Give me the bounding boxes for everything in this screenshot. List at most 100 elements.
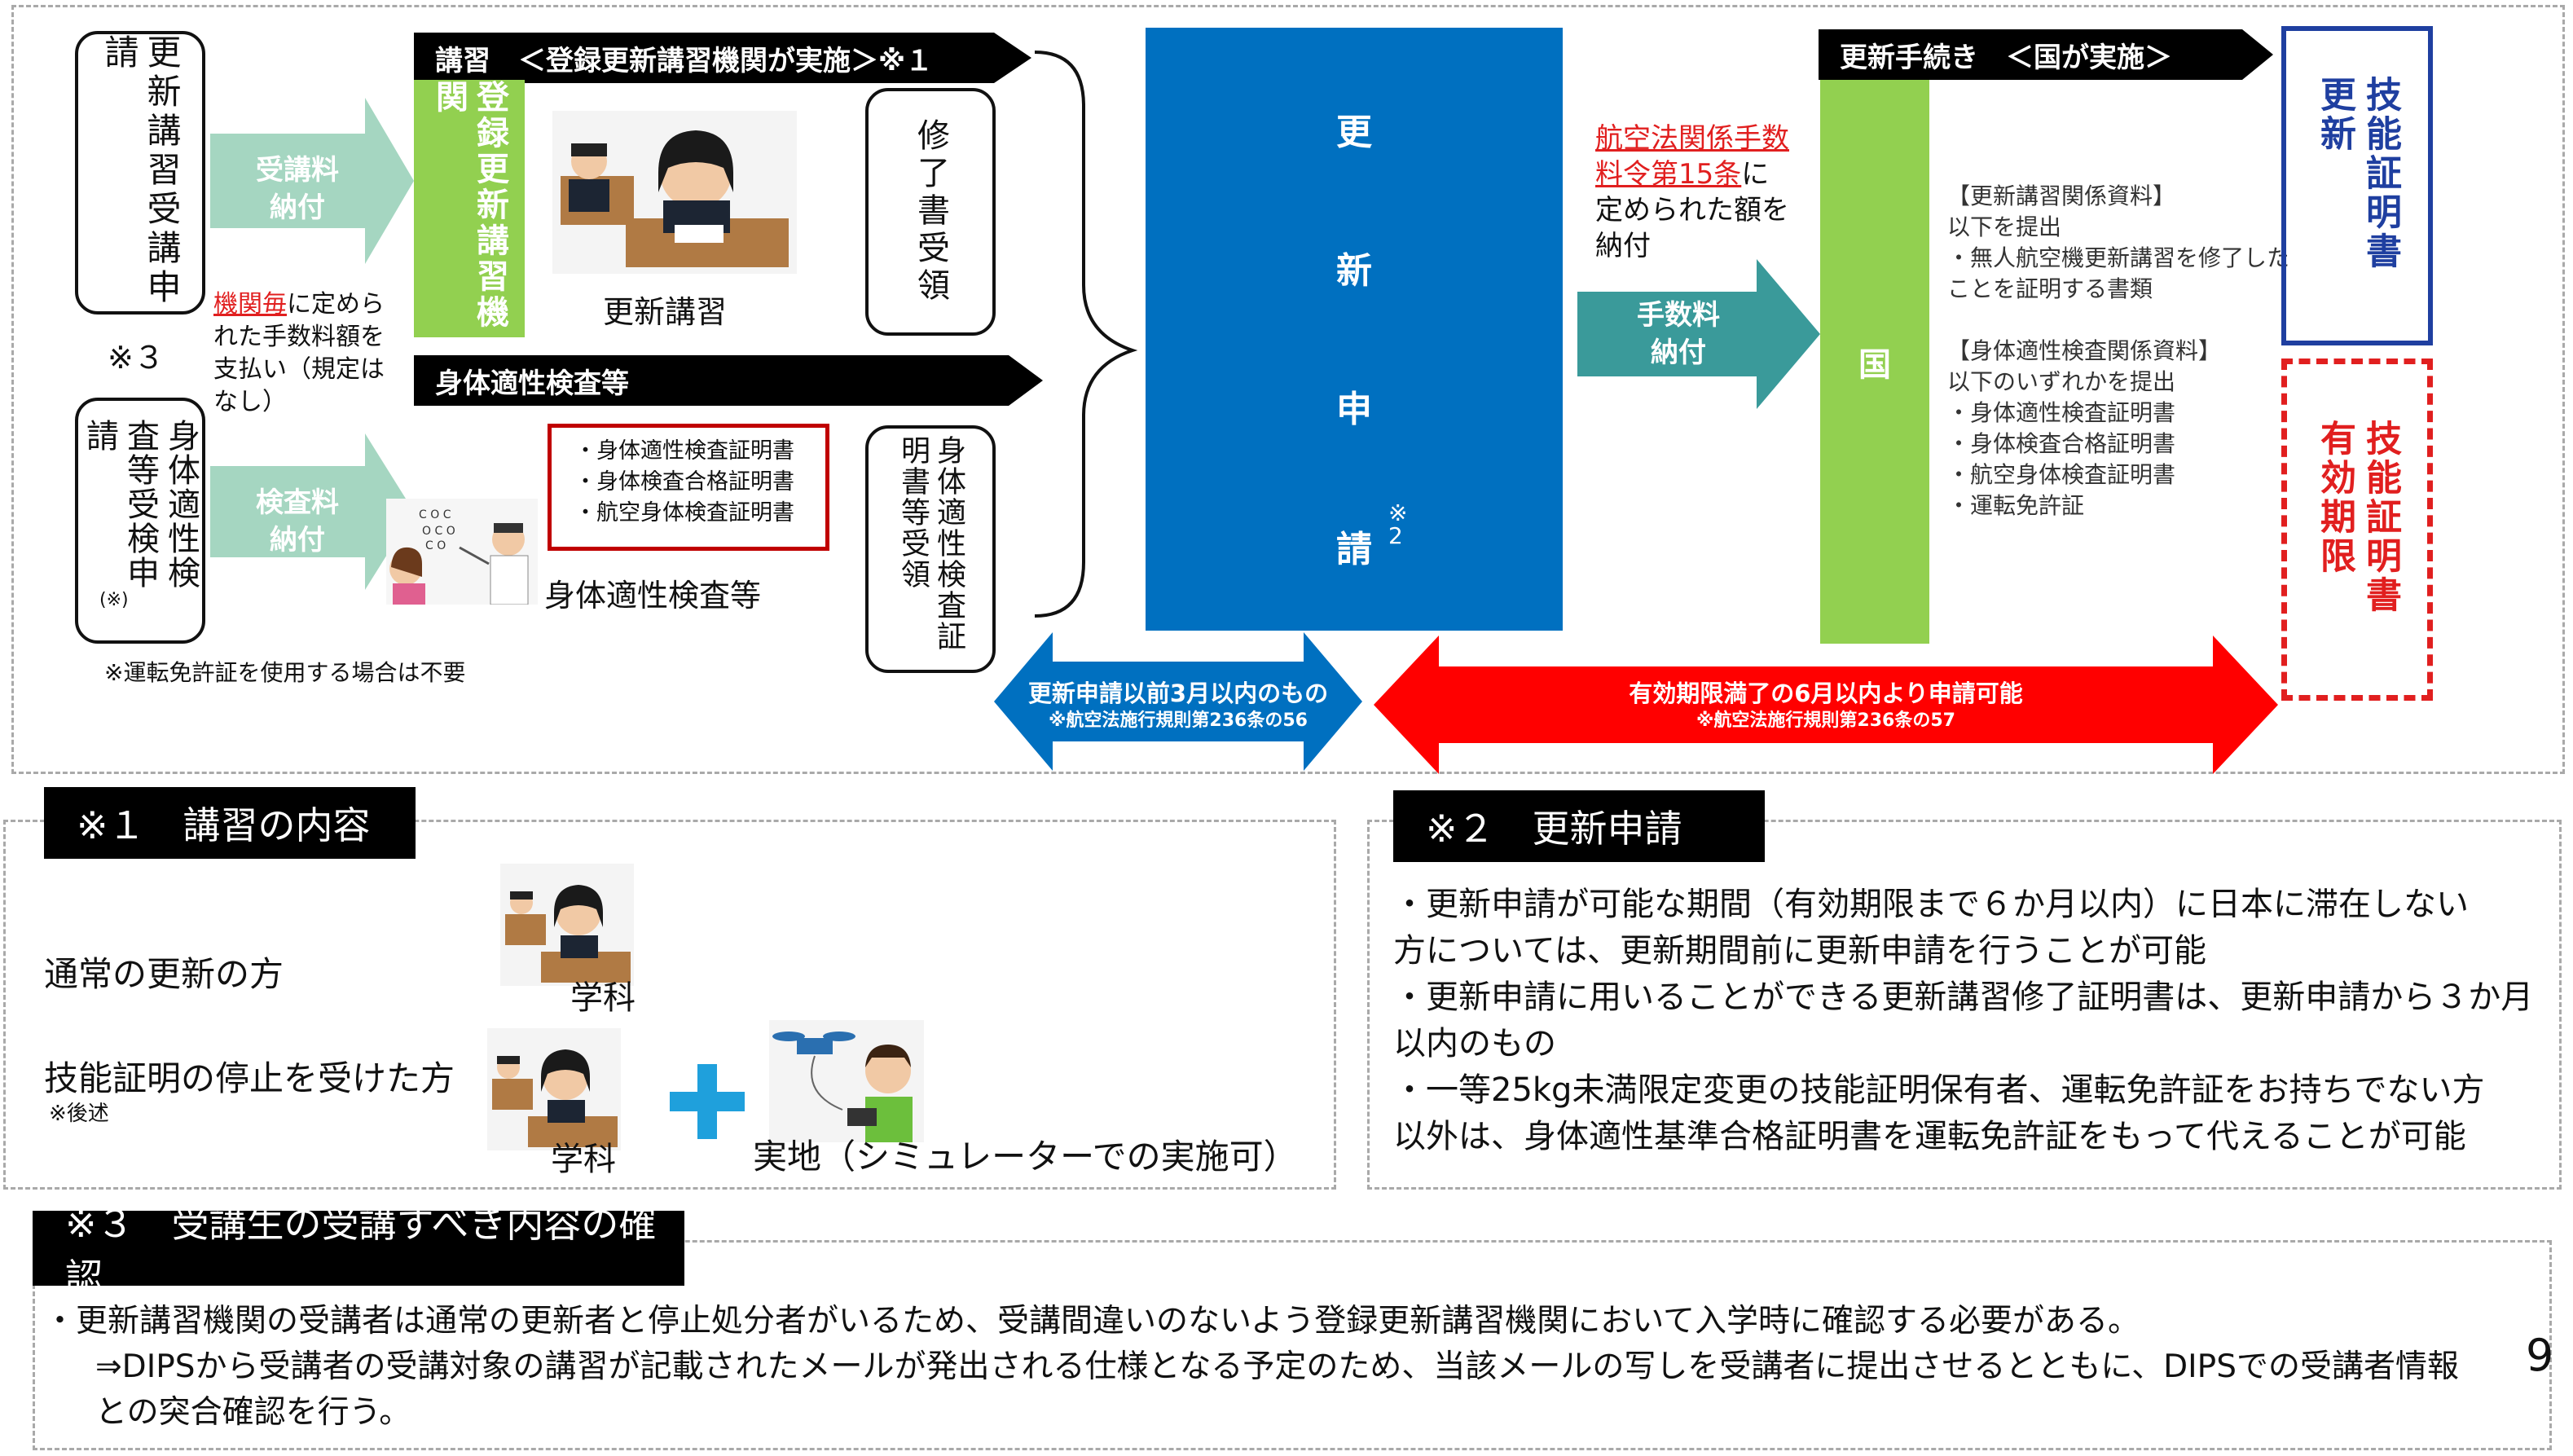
course-banner-shape bbox=[414, 33, 1031, 83]
physical-banner: 身体適性検査等 bbox=[435, 367, 629, 400]
government-bar: 国 bbox=[1820, 80, 1929, 644]
application-6-months-arrow bbox=[1374, 636, 2278, 774]
gov-docs-sub2: 以下のいずれかを提出 bbox=[1947, 368, 2176, 395]
section2-body: ・更新申請が可能な期間（有効期限まで６か月以内）に日本に滞在しない 方については… bbox=[1393, 882, 2550, 1160]
gov-docs-heading2: 【身体適性検査関係資料】 bbox=[1947, 337, 2222, 364]
eye-exam-illustration: C O C O C OC O bbox=[386, 499, 538, 605]
classroom-illustration bbox=[552, 111, 797, 274]
physical-doc-list: ・身体適性検査証明書 ・身体検査合格証明書 ・航空身体検査証明書 bbox=[548, 424, 829, 551]
renewal-note: ※ 2 bbox=[1388, 499, 1408, 549]
certificate-expiry-box: 技能証明書有効期限 bbox=[2281, 359, 2433, 701]
exam-fee-arrow bbox=[210, 433, 414, 590]
physical-app-mark: (※) bbox=[99, 590, 129, 610]
fee-law-red: 航空法関係手数料令第15条 bbox=[1595, 122, 1789, 191]
validity-3-months-arrow bbox=[994, 632, 1362, 771]
fee-note-red: 機関毎 bbox=[213, 290, 287, 319]
section3-frame bbox=[33, 1240, 2552, 1450]
physical-doc-item: ・航空身体検査証明書 bbox=[574, 500, 794, 526]
government-doc-list: 【更新講習関係資料】 以下を提出 ・無人航空機更新講習を修了したことを証明する書… bbox=[1947, 181, 2289, 521]
gov-doc-item: ・身体適性検査証明書 bbox=[1947, 399, 2176, 426]
renewal-char: 申 bbox=[1336, 389, 1372, 430]
physical-banner-shape bbox=[414, 355, 1043, 406]
tuition-fee-arrow bbox=[210, 98, 414, 264]
license-note: ※運転免許証を使用する場合は不要 bbox=[104, 659, 466, 686]
merge-brace bbox=[1034, 51, 1138, 618]
renewal-char: 請 bbox=[1336, 529, 1372, 570]
fee-note: 機関毎に定められた手数料額を支払い（規定はなし） bbox=[213, 288, 406, 419]
physical-exam-application-text: 身体適性検査等受検申請 bbox=[81, 419, 200, 590]
flow-frame bbox=[11, 5, 2565, 774]
completion-receipt-text: 修了書受領 bbox=[912, 118, 949, 306]
red-arrow-line2: ※航空法施行規則第236条の57 bbox=[1696, 710, 1955, 731]
section2-line: 以外は、身体適性基準合格証明書を運転免許証をもって代えることが可能 bbox=[1393, 1118, 2466, 1155]
page-number: 9 bbox=[2526, 1330, 2554, 1381]
practical-label: 実地（シミュレーターでの実施可） bbox=[753, 1137, 1298, 1177]
gov-doc-item: ・運転免許証 bbox=[1947, 492, 2085, 519]
section2-line: 方については、更新期間前に更新申請を行うことが可能 bbox=[1393, 932, 2206, 970]
section2-heading: ※２ 更新申請 bbox=[1393, 790, 1765, 862]
government-label: 国 bbox=[1858, 346, 1891, 384]
section3-body: ・更新講習機関の受講者は通常の更新者と停止処分者がいるため、受講間違いのないよう… bbox=[44, 1299, 2537, 1436]
exam-fee-label: 検査料 納付 bbox=[256, 486, 339, 556]
section3-line: ・更新講習機関の受講者は通常の更新者と停止処分者がいるため、受講間違いのないよう… bbox=[44, 1303, 2140, 1339]
drone-pilot-illustration bbox=[769, 1020, 924, 1142]
gov-docs-sub1: 以下を提出 bbox=[1947, 213, 2062, 240]
section2-line: ・更新申請に用いることができる更新講習修了証明書は、更新申請から３か月 bbox=[1393, 979, 2534, 1016]
certificate-renewal-text: 技能証明書更新 bbox=[2314, 76, 2401, 271]
section3-line: ⇒DIPSから受講者の受講対象の講習が記載されたメールが発出される仕様となる予定… bbox=[64, 1348, 2459, 1385]
fee-note-rest: に定められた手数料額を支払い（規定はなし） bbox=[213, 290, 385, 416]
physical-cert-receipt-text: 身体適性検査証明書等受領 bbox=[896, 435, 965, 652]
section2-frame bbox=[1367, 820, 2562, 1190]
suspended-note: ※後述 bbox=[49, 1102, 109, 1126]
certificate-renewal-box: 技能証明書更新 bbox=[2281, 26, 2433, 345]
renewal-application-block: 更 新 申 請 ※ 2 bbox=[1146, 28, 1563, 631]
renewal-char: 更 bbox=[1336, 112, 1372, 153]
gakka-label-1: 学科 bbox=[570, 979, 636, 1017]
section3-line: との突合確認を行う。 bbox=[64, 1394, 411, 1431]
suspended-label: 技能証明の停止を受けた方 bbox=[44, 1058, 455, 1098]
government-banner-shape bbox=[1819, 29, 2273, 80]
red-arrow-line1: 有効期限満了の6月以内より申請可能 bbox=[1629, 680, 2023, 707]
fee-law-rest: に定められた額を納付 bbox=[1595, 158, 1789, 262]
completion-receipt-box: 修了書受領 bbox=[865, 88, 996, 336]
renewal-course-application-box: 更新講習受講申請 bbox=[75, 31, 205, 315]
gov-doc-item: ・無人航空機更新講習を修了したことを証明する書類 bbox=[1947, 244, 2290, 302]
section2-line: 以内のもの bbox=[1393, 1025, 1556, 1062]
course-org-text: 登録更新講習機関 bbox=[430, 80, 508, 331]
blue-arrow-line1: 更新申請以前3月以内のもの bbox=[1027, 680, 1329, 707]
physical-doc-item: ・身体検査合格証明書 bbox=[574, 469, 794, 495]
section2-line: ・一等25kg未満限定変更の技能証明保有者、運転免許証をお持ちでない方 bbox=[1393, 1071, 2485, 1109]
physical-cert-receipt-box: 身体適性検査証明書等受領 bbox=[865, 425, 996, 673]
plus-icon bbox=[670, 1064, 745, 1139]
section1-heading: ※１ 講習の内容 bbox=[44, 787, 416, 859]
gov-doc-item: ・航空身体検査証明書 bbox=[1947, 461, 2176, 488]
course-org-bar: 登録更新講習機関 bbox=[414, 80, 525, 337]
section1-frame bbox=[3, 820, 1336, 1190]
renewal-char: 新 bbox=[1336, 250, 1372, 292]
gov-docs-heading1: 【更新講習関係資料】 bbox=[1947, 183, 2176, 209]
physical-illustration-label: 身体適性検査等 bbox=[544, 578, 762, 614]
svg-text:O C O: O C O bbox=[422, 525, 455, 538]
section2-line: ・更新申請が可能な期間（有効期限まで６か月以内）に日本に滞在しない bbox=[1393, 886, 2469, 923]
renewal-course-application-text: 更新講習受講申請 bbox=[99, 34, 182, 308]
handling-fee-arrow bbox=[1577, 259, 1820, 409]
government-banner: 更新手続き ＜国が実施＞ bbox=[1840, 41, 2172, 74]
gakka-label-2: 学科 bbox=[551, 1141, 616, 1178]
note-3-mark: ※３ bbox=[108, 340, 165, 376]
course-illustration-label: 更新講習 bbox=[603, 294, 728, 330]
physical-doc-item: ・身体適性検査証明書 bbox=[574, 438, 794, 464]
gov-doc-item: ・身体検査合格証明書 bbox=[1947, 430, 2176, 457]
lecture-illustration-1 bbox=[500, 864, 634, 986]
lecture-illustration-2 bbox=[487, 1028, 621, 1150]
svg-text:C O: C O bbox=[425, 539, 446, 552]
normal-renewal-label: 通常の更新の方 bbox=[44, 954, 284, 994]
blue-arrow-line2: ※航空法施行規則第236条の56 bbox=[1049, 710, 1308, 731]
section3-heading: ※３ 受講生の受講すべき内容の確認 bbox=[33, 1202, 684, 1300]
certificate-expiry-text: 技能証明書有効期限 bbox=[2314, 420, 2401, 615]
handling-fee-label: 手数料 納付 bbox=[1637, 299, 1720, 369]
svg-text:C O C: C O C bbox=[419, 508, 451, 521]
tuition-fee-label: 受講料 納付 bbox=[256, 154, 339, 224]
course-banner: 講習 ＜登録更新講習機関が実施＞※１ bbox=[435, 44, 934, 77]
fee-law-text: 航空法関係手数料令第15条に定められた額を納付 bbox=[1595, 121, 1791, 264]
physical-exam-application-box: 身体適性検査等受検申請 bbox=[75, 398, 205, 644]
